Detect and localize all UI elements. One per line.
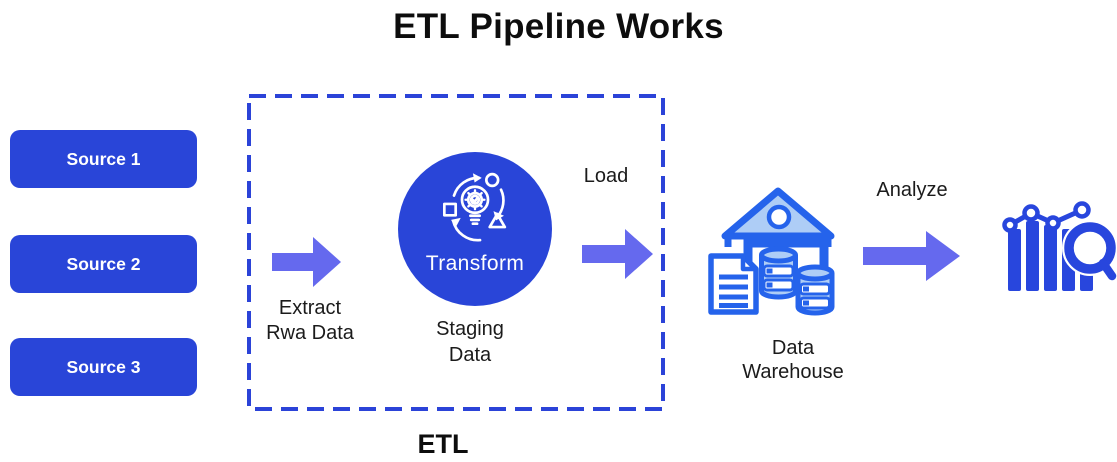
warehouse-label-line1: Data	[771, 337, 815, 359]
load-arrow-icon	[582, 229, 653, 279]
analyze-label: Analyze	[876, 179, 948, 201]
staging-label-line2: Data	[448, 344, 492, 366]
data-warehouse-icon	[708, 187, 835, 316]
staging-data-label: Staging Data	[400, 316, 540, 368]
etl-box-label: ETL	[417, 429, 469, 459]
source-2-label: Source 2	[66, 253, 141, 274]
transform-label: Transform	[425, 252, 525, 275]
analyze-arrow-icon	[863, 231, 960, 281]
database-cylinder-right	[795, 264, 835, 316]
load-label: Load	[583, 165, 629, 187]
data-warehouse-label: Data Warehouse	[713, 337, 873, 384]
extract-arrow-icon	[272, 237, 341, 287]
source-3-box: Source 3	[10, 338, 197, 396]
source-3-label: Source 3	[66, 356, 141, 377]
transform-node: Transform	[398, 152, 552, 306]
source-2-box: Source 2	[10, 235, 197, 293]
extract-label-line2: Rwa Data	[266, 321, 354, 344]
source-1-box: Source 1	[10, 130, 197, 188]
magnifier-glass	[1062, 220, 1117, 284]
staging-label-line1: Staging	[436, 318, 504, 340]
extract-label: Extract Rwa Data	[248, 296, 372, 345]
bar-chart-magnifier-icon	[1002, 201, 1117, 291]
warehouse-label-line2: Warehouse	[742, 360, 844, 383]
transform-cycle-icon	[442, 172, 507, 242]
extract-label-line1: Extract	[278, 297, 342, 319]
database-cylinder-left	[759, 246, 798, 300]
source-1-label: Source 1	[66, 148, 141, 169]
document-icon	[708, 253, 759, 315]
page-title: ETL Pipeline Works	[393, 7, 724, 46]
